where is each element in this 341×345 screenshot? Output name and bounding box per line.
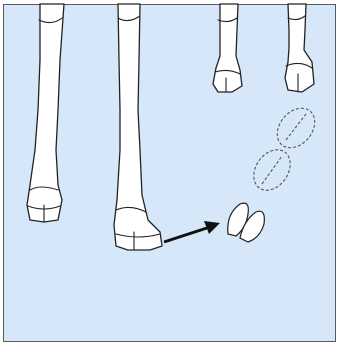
leg-front-right-icon (114, 4, 162, 250)
leg-front-left-icon (27, 4, 64, 222)
arrow-right-icon (164, 221, 220, 242)
leg-hind-left-icon (213, 4, 242, 92)
dashed-hoof-print-upper-icon (270, 101, 323, 155)
dashed-hoof-print-lower-icon (246, 143, 297, 197)
hoof-print-icon (228, 203, 265, 242)
leg-hind-right-icon (285, 4, 314, 92)
